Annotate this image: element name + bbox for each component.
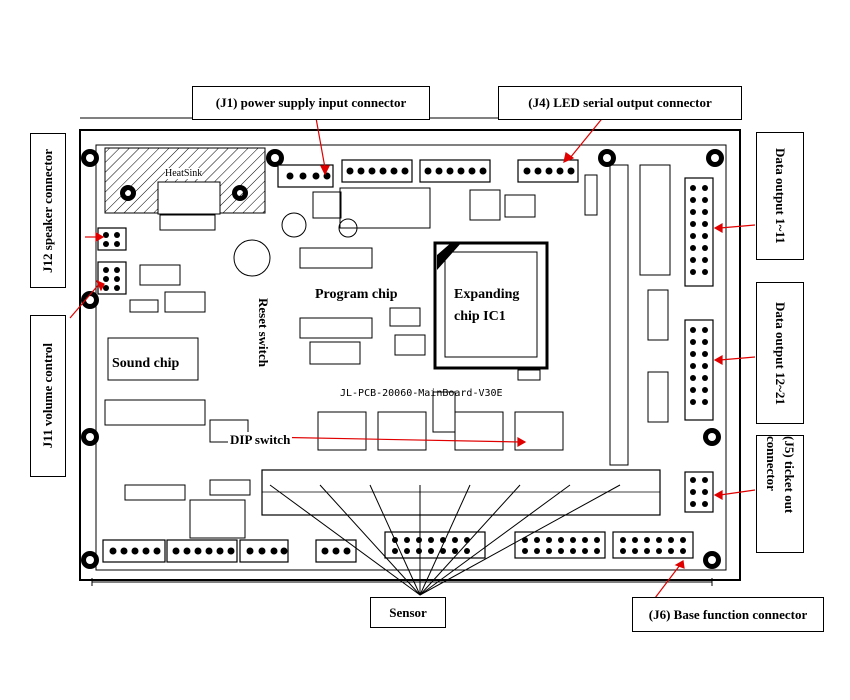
expanding-chip-label-line1: Expanding bbox=[454, 287, 520, 302]
j4-led-output-callout: (J4) LED serial output connector bbox=[498, 86, 742, 120]
board-name-label: JL-PCB-20060-MainBoard-V30E bbox=[340, 388, 503, 399]
j11-volume-control-callout: J11 volume control bbox=[30, 315, 66, 477]
j12-speaker-connector-text: J12 speaker connector bbox=[40, 148, 55, 273]
j12-speaker-connector-callout: J12 speaker connector bbox=[30, 133, 66, 288]
sound-chip-label: Sound chip bbox=[110, 356, 182, 372]
data-output-1-11-callout: Data output 1~11 bbox=[756, 132, 804, 260]
dip-switch-label: DIP switch bbox=[228, 432, 293, 448]
reset-switch-label: Reset switch bbox=[255, 298, 271, 367]
program-chip-label: Program chip bbox=[313, 287, 400, 303]
j1-power-connector-callout: (J1) power supply input connector bbox=[192, 86, 430, 120]
j6-base-function-callout: (J6) Base function connector bbox=[632, 597, 824, 632]
heatsink-label: HeatSink bbox=[165, 168, 203, 179]
data-output-12-21-callout: Data output 12~21 bbox=[756, 282, 804, 424]
sensor-callout: Sensor bbox=[370, 597, 446, 628]
j5-ticket-out-callout: (J5) ticket out connector bbox=[756, 435, 804, 553]
j11-volume-control-text: J11 volume control bbox=[40, 343, 55, 449]
expanding-chip-label-line2: chip IC1 bbox=[454, 309, 506, 324]
